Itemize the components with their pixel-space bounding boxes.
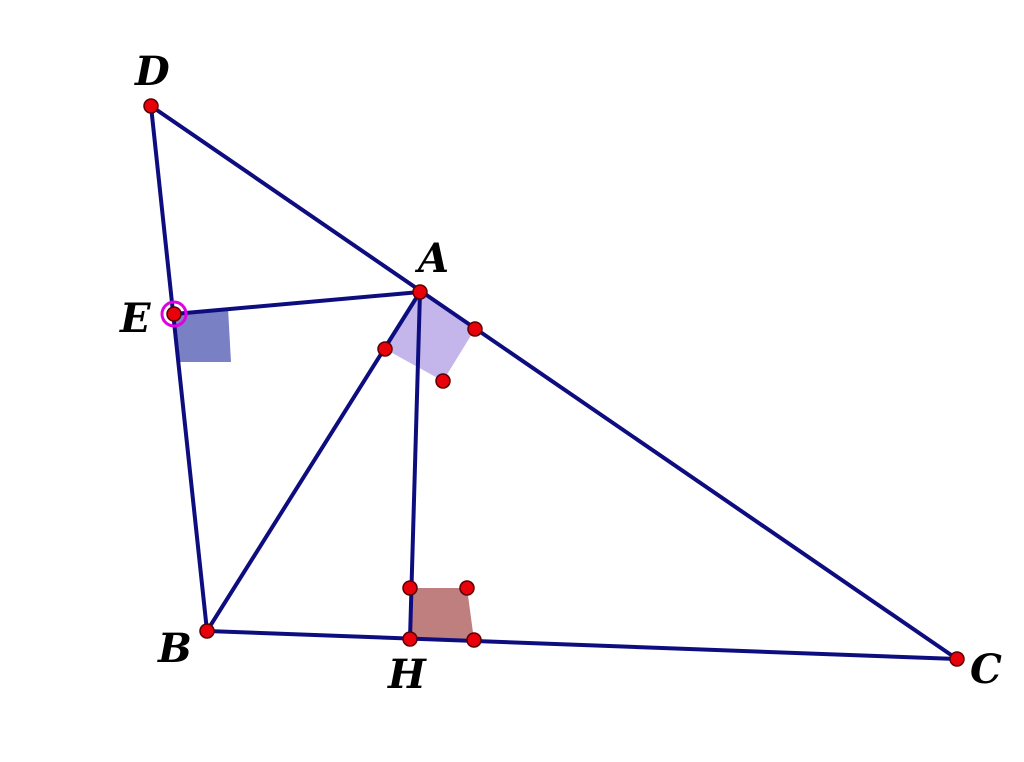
marker-handle-h-3[interactable] xyxy=(466,632,482,648)
point-labels: D A E B H C xyxy=(119,48,1002,698)
label-e: E xyxy=(119,295,151,342)
label-h: H xyxy=(387,651,427,698)
marker-handle-h-2[interactable] xyxy=(459,580,475,596)
marker-handle-a-1[interactable] xyxy=(467,321,483,337)
segment-bc[interactable] xyxy=(205,629,959,661)
selected-point-ring xyxy=(160,300,188,328)
right-angle-marker-h xyxy=(410,588,474,640)
point-c[interactable] xyxy=(949,651,965,667)
right-angle-marker-e xyxy=(174,308,231,362)
point-d[interactable] xyxy=(143,98,159,114)
marker-handle-a-3[interactable] xyxy=(435,373,451,389)
marker-handle-h-1[interactable] xyxy=(402,580,418,596)
label-b: B xyxy=(157,625,192,672)
label-c: C xyxy=(970,646,1002,693)
segment-db[interactable] xyxy=(149,104,209,633)
segment-ea[interactable] xyxy=(172,290,422,316)
point-e[interactable] xyxy=(166,306,182,322)
point-b[interactable] xyxy=(199,623,215,639)
right-angle-markers xyxy=(174,292,475,640)
point-a[interactable] xyxy=(412,284,428,300)
label-a: A xyxy=(414,235,449,282)
marker-handle-a-2[interactable] xyxy=(377,341,393,357)
segment-dc[interactable] xyxy=(149,104,959,661)
segments xyxy=(149,104,959,661)
right-angle-marker-a xyxy=(385,292,475,381)
points xyxy=(143,98,965,667)
label-d: D xyxy=(134,48,170,95)
point-h[interactable] xyxy=(402,631,418,647)
